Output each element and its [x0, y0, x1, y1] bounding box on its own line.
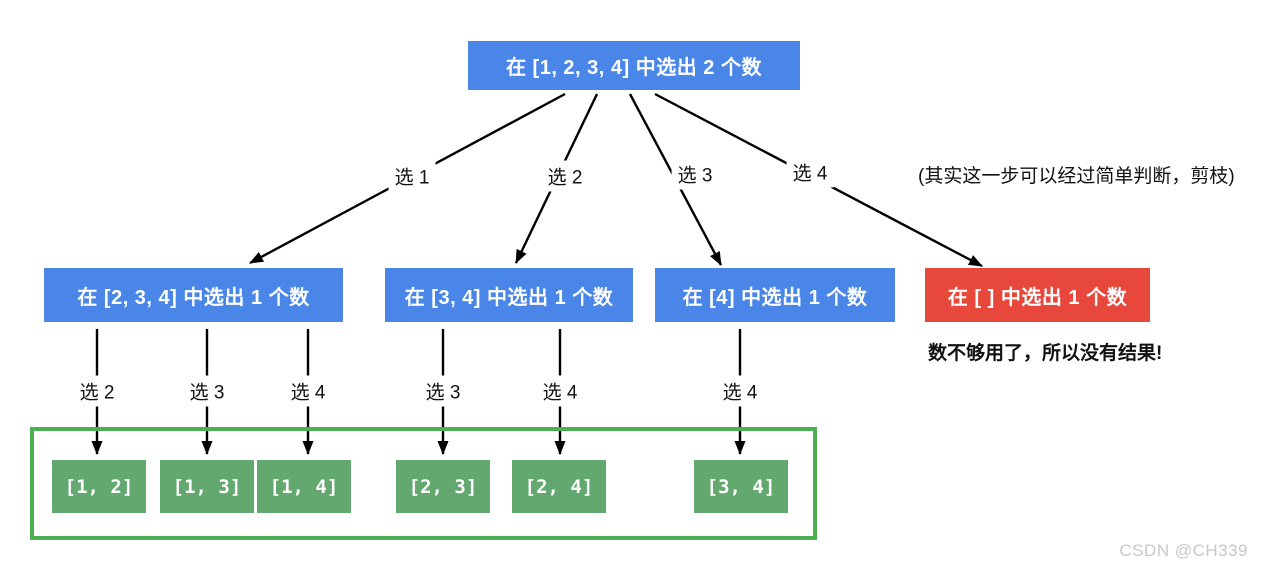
result-node-12: [1, 2] [52, 460, 146, 513]
node-select-from-4: 在 [4] 中选出 1 个数 [655, 268, 895, 322]
edge-label2-pick-4b: 选 4 [536, 375, 584, 407]
edge-label2-pick-3: 选 3 [183, 375, 231, 407]
results-container [30, 427, 817, 540]
edge-label2-pick-4c: 选 4 [716, 375, 764, 407]
edge-label-pick-3: 选 3 [671, 158, 719, 190]
result-node-34: [3, 4] [694, 460, 788, 513]
edge-label-pick-1: 选 1 [388, 160, 436, 192]
node-select-from-34: 在 [3, 4] 中选出 1 个数 [385, 268, 633, 322]
result-node-24: [2, 4] [512, 460, 606, 513]
result-node-14: [1, 4] [257, 460, 351, 513]
result-node-23: [2, 3] [396, 460, 490, 513]
dead-end-note: 数不够用了，所以没有结果! [928, 343, 1163, 364]
csdn-watermark: CSDN @CH339 [1119, 541, 1248, 560]
result-node-13: [1, 3] [160, 460, 254, 513]
edge-label2-pick-4: 选 4 [284, 375, 332, 407]
edge-label-pick-2: 选 2 [541, 160, 589, 192]
node-select-from-empty: 在 [ ] 中选出 1 个数 [925, 268, 1150, 322]
edge-label2-pick-3b: 选 3 [419, 375, 467, 407]
pruning-note: (其实这一步可以经过简单判断，剪枝) [918, 166, 1235, 187]
edge-label-pick-4: 选 4 [786, 156, 834, 188]
root-node: 在 [1, 2, 3, 4] 中选出 2 个数 [468, 41, 800, 90]
edge-label2-pick-2: 选 2 [73, 375, 121, 407]
node-select-from-234: 在 [2, 3, 4] 中选出 1 个数 [44, 268, 343, 322]
